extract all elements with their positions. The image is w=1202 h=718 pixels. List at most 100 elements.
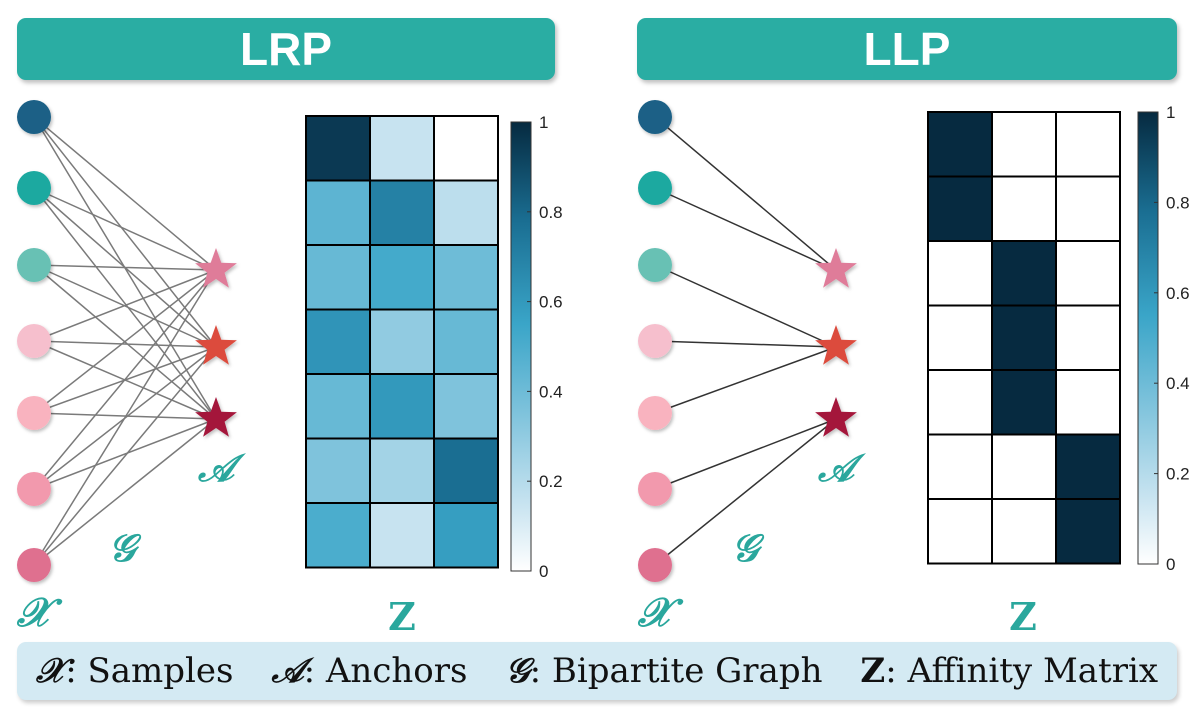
llp-matrix-cell (991, 175, 1057, 242)
llp-edge (654, 340, 837, 348)
lrp-sample-node (17, 248, 51, 282)
lrp-colorbar (510, 121, 532, 572)
llp-matrix-cell (991, 111, 1057, 178)
lrp-matrix-cell (305, 502, 371, 569)
legend-bar: 𝒳: Samples 𝒜: Anchors 𝒢: Bipartite Graph… (17, 642, 1177, 700)
lrp-edge (33, 269, 217, 414)
llp-sample-node (638, 324, 672, 358)
llp-colorbar-tick-label: 0.2 (1166, 465, 1190, 484)
llp-matrix-cell (927, 304, 993, 371)
llp-edge (654, 264, 837, 348)
lrp-anchors-symbol: 𝒜 (197, 445, 247, 490)
llp-sample-node (638, 472, 672, 506)
lrp-bipartite-edges (33, 116, 217, 566)
llp-anchor-star (815, 325, 857, 365)
legend-item-samples: 𝒳: Samples (36, 651, 234, 691)
legend-item-graph: 𝒢: Bipartite Graph (505, 651, 822, 691)
lrp-matrix-cell (305, 115, 371, 182)
llp-matrix-cell (927, 240, 993, 307)
lrp-samples-symbol: 𝒳 (16, 589, 63, 636)
graph-nodes (17, 100, 857, 582)
lrp-edge (33, 269, 217, 490)
lrp-graph-symbol: 𝒢 (108, 525, 142, 570)
lrp-matrix-cell (305, 437, 371, 504)
lrp-edge (33, 418, 217, 566)
llp-colorbar-tick-label: 0.8 (1166, 193, 1190, 212)
lrp-matrix-cell (433, 179, 499, 246)
llp-matrix-cell (1055, 498, 1121, 565)
legend-anchors-text: : Anchors (303, 651, 468, 691)
llp-sample-node (638, 548, 672, 582)
llp-header: LLP (637, 18, 1177, 80)
lrp-matrix-cell (433, 502, 499, 569)
llp-matrix-symbol: Z (1009, 594, 1037, 639)
lrp-matrix-cell (369, 179, 435, 246)
llp-anchors-symbol: 𝒜 (817, 445, 867, 490)
lrp-sample-node (17, 472, 51, 506)
lrp-matrix-symbol: Z (388, 594, 416, 639)
llp-matrix-cell (1055, 433, 1121, 500)
lrp-sample-node (17, 324, 51, 358)
lrp-edge (33, 187, 217, 271)
lrp-colorbar-tick-label: 0.2 (539, 472, 563, 491)
lrp-colorbar-tick-label: 0.4 (539, 382, 563, 401)
lrp-matrix-cell (305, 308, 371, 375)
lrp-sample-node (17, 548, 51, 582)
llp-matrix-cell (991, 369, 1057, 436)
llp-graph-symbol: 𝒢 (731, 525, 765, 570)
lrp-sample-node (17, 100, 51, 134)
lrp-header: LRP (17, 18, 555, 80)
legend-matrix-symbol: Z (860, 651, 886, 691)
lrp-matrix-cell (369, 244, 435, 311)
llp-anchor-star (815, 397, 857, 437)
llp-edge (654, 346, 837, 414)
llp-anchor-star (815, 248, 857, 288)
llp-matrix-cell (927, 433, 993, 500)
affinity-matrices (305, 111, 1121, 569)
lrp-matrix-cell (369, 308, 435, 375)
lrp-edge (33, 418, 217, 490)
llp-edge (654, 116, 837, 271)
legend-samples-text: : Samples (65, 651, 234, 691)
llp-sample-node (638, 248, 672, 282)
lrp-matrix-cell (433, 373, 499, 440)
legend-matrix-text: : Affinity Matrix (885, 651, 1158, 691)
lrp-edge (33, 116, 217, 271)
llp-matrix-cell (927, 175, 993, 242)
llp-colorbar-tick-label: 0 (1166, 555, 1175, 574)
llp-matrix-cell (927, 369, 993, 436)
llp-matrix-cell (927, 111, 993, 178)
lrp-matrix-cell (433, 437, 499, 504)
lrp-colorbar-tick-label: 1 (539, 113, 548, 132)
lrp-colorbar-tick-label: 0 (539, 562, 548, 581)
legend-item-matrix: Z: Affinity Matrix (860, 651, 1158, 691)
llp-sample-node (638, 171, 672, 205)
lrp-edge (33, 187, 217, 420)
llp-sample-node (638, 396, 672, 430)
legend-graph-text: : Bipartite Graph (529, 651, 823, 691)
llp-colorbar-tick-label: 1 (1166, 103, 1175, 122)
lrp-sample-node (17, 396, 51, 430)
lrp-anchor-star (195, 325, 237, 365)
lrp-matrix-cell (305, 179, 371, 246)
llp-matrix-cell (991, 240, 1057, 307)
llp-matrix-cell (1055, 369, 1121, 436)
lrp-sample-node (17, 171, 51, 205)
llp-samples-symbol: 𝒳 (637, 589, 684, 636)
llp-matrix-cell (927, 498, 993, 565)
llp-edge (654, 418, 837, 490)
llp-matrix-cell (1055, 111, 1121, 178)
lrp-matrix-cell (305, 373, 371, 440)
lrp-edge (33, 269, 217, 342)
lrp-anchor-star (195, 248, 237, 288)
lrp-matrix-cell (369, 502, 435, 569)
legend-samples-symbol: 𝒳 (35, 651, 66, 691)
lrp-colorbar-tick-label: 0.8 (539, 203, 563, 222)
lrp-anchor-star (195, 397, 237, 437)
lrp-matrix-cell (369, 437, 435, 504)
lrp-matrix-cell (433, 244, 499, 311)
llp-matrix-cell (1055, 175, 1121, 242)
llp-edge (654, 187, 837, 271)
